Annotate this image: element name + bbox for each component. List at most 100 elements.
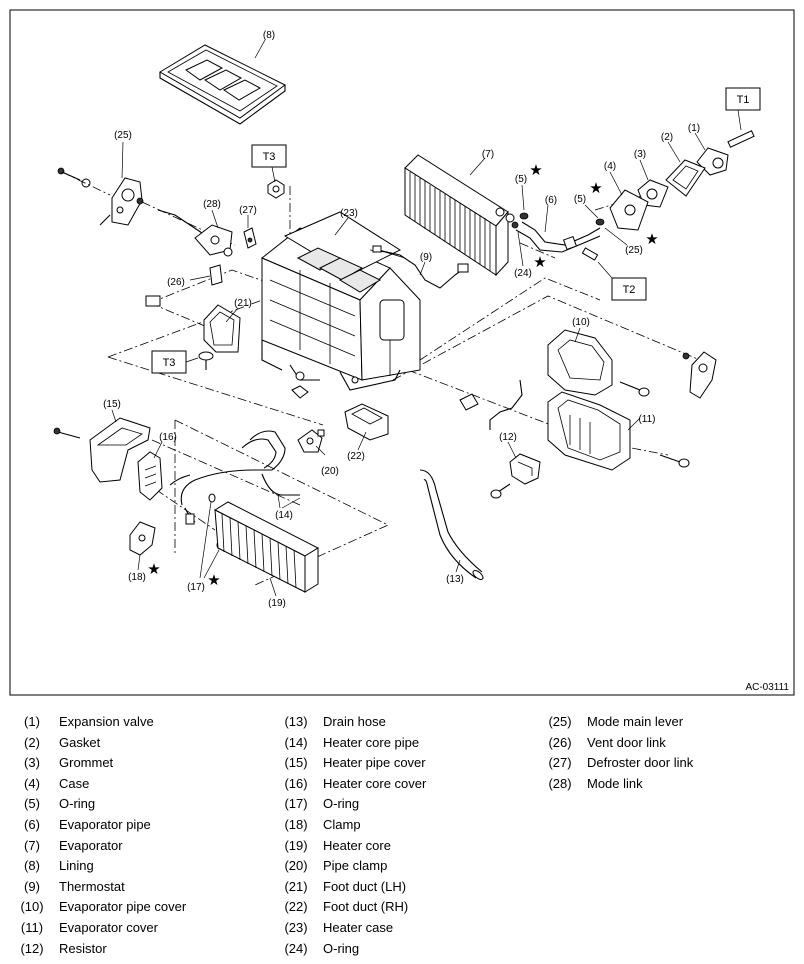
callout-8: (8): [263, 30, 275, 41]
torque-label-t3-left: T3: [163, 357, 176, 369]
legend-item: (3) Grommet: [12, 753, 186, 774]
figure-code: AC-03111: [745, 682, 789, 693]
legend-item-number: (19): [284, 837, 308, 853]
star-icon: ★: [589, 179, 602, 197]
legend-item-number: (2): [24, 734, 40, 750]
legend-item-name: Heater case: [323, 919, 394, 935]
legend-item-name: Evaporator pipe: [59, 816, 151, 832]
legend-item-number: (16): [284, 775, 308, 791]
torque-box-t1: T1: [725, 87, 761, 111]
legend-item-number: (26): [548, 734, 572, 750]
legend-item-name: Resistor: [59, 940, 107, 956]
legend-item-number: (7): [24, 837, 40, 853]
legend-item: (17) O-ring: [276, 794, 426, 815]
legend-item-number: (3): [24, 755, 40, 771]
legend-item-name: Vent door link: [587, 734, 666, 750]
legend-item-number: (13): [284, 714, 308, 729]
evaporator-cover-part: [547, 391, 690, 471]
legend-item-name: Grommet: [59, 755, 114, 771]
callout-20: (20): [321, 466, 339, 477]
legend-item-name: Thermostat: [59, 878, 125, 894]
torque-box-t3-left: T3: [151, 350, 199, 374]
callout-4: (4): [604, 161, 616, 172]
legend-item-number: (21): [284, 878, 308, 894]
torque-label-t1: T1: [737, 94, 750, 106]
clamp-part: [129, 521, 156, 571]
heater-case-part: [261, 211, 421, 391]
callout-26: (26): [167, 277, 185, 288]
legend-item: (1)Expansion valve: [12, 712, 186, 733]
resistor-part: [490, 441, 541, 499]
legend-item: (6) Evaporator pipe: [12, 815, 186, 836]
legend-item-name: Heater pipe cover: [323, 755, 426, 771]
legend-item: (18)Clamp: [276, 815, 426, 836]
callout-1: (1): [688, 123, 700, 134]
legend-item-name: Defroster door link: [587, 755, 694, 771]
legend-item-name: Evaporator pipe cover: [59, 899, 187, 915]
callout-2: (2): [661, 132, 673, 143]
legend-item-number: (28): [548, 775, 572, 791]
exploded-view-diagram: T1 T2 T3 T3 (1) (2) (3) (4) (5) (5) (6) …: [9, 9, 795, 696]
legend-item-name: Pipe clamp: [323, 858, 388, 874]
legend-item-number: (22): [284, 899, 308, 915]
legend-item: (8)Lining: [12, 856, 186, 877]
legend-item: (5) O-ring: [12, 794, 186, 815]
legend-item: (25) Mode main lever: [540, 712, 693, 733]
star-icon: ★: [645, 230, 658, 248]
legend-item: (2)Gasket: [12, 733, 186, 754]
legend-column-1: (1)Expansion valve(2)Gasket(3) Grommet (4)…: [12, 712, 186, 959]
legend-item-number: (12): [20, 940, 44, 956]
heater-core-part: [213, 501, 320, 597]
callout-12: (12): [499, 432, 517, 443]
legend-item-number: (17): [284, 796, 308, 812]
legend-item-number: (6): [24, 816, 40, 832]
legend-item-name: Heater core pipe: [323, 734, 420, 750]
legend-item-number: (25): [548, 714, 572, 729]
legend-item-name: Mode link: [587, 775, 643, 791]
callout-23: (23): [340, 208, 358, 219]
thermostat-part: [372, 245, 469, 289]
legend-item: (7) Evaporator: [12, 836, 186, 857]
legend-item: (23)Heater case: [276, 918, 426, 939]
expansion-valve-group: [511, 109, 755, 279]
pipe-clamp-part: [297, 429, 326, 456]
legend-item-number: (4): [24, 775, 40, 791]
legend-item: (20)Pipe clamp: [276, 856, 426, 877]
legend-item-number: (27): [548, 755, 572, 771]
callout-15: (15): [103, 399, 121, 410]
legend-item: (24)O-ring: [276, 939, 426, 960]
legend-item-name: O-ring: [323, 796, 360, 812]
legend-item: (4)Case: [12, 774, 186, 795]
star-icon: ★: [207, 571, 220, 589]
legend-item: (28) Mode link: [540, 774, 693, 795]
legend-item: (15)Heater pipe cover: [276, 753, 426, 774]
callout-10: (10): [572, 317, 590, 328]
torque-box-t3-top: T3: [251, 144, 287, 183]
star-markers: ★ ★ ★ ★ ★ ★: [147, 161, 658, 589]
legend-item-name: Lining: [59, 858, 94, 874]
legend-item-number: (5): [24, 796, 40, 812]
star-icon: ★: [529, 161, 542, 179]
star-icon: ★: [147, 560, 160, 578]
callout-16: (16): [159, 432, 177, 443]
callout-5-left: (5): [515, 174, 527, 185]
callout-11: (11): [638, 414, 655, 425]
mode-main-lever-part: [57, 141, 236, 246]
legend-item-name: Clamp: [323, 816, 361, 832]
parts-legend: (1)Expansion valve(2)Gasket(3) Grommet (4)…: [0, 712, 804, 964]
legend-item-name: Mode main lever: [587, 714, 684, 729]
legend-item-number: (11): [20, 919, 44, 935]
legend-item-name: O-ring: [323, 940, 360, 956]
legend-item: (19)Heater core: [276, 836, 426, 857]
callout-22: (22): [347, 451, 365, 462]
legend-item: (11)Evaporator cover: [12, 918, 186, 939]
legend-item-name: O-ring: [59, 796, 96, 812]
evaporator-pipe-cover-part: [547, 327, 650, 397]
legend-item-name: Evaporator: [59, 837, 123, 853]
legend-column-3: (25) Mode main lever (26) Vent door link (27…: [540, 712, 693, 794]
legend-item: (21)Foot duct (LH): [276, 877, 426, 898]
callout-25-left: (25): [114, 130, 132, 141]
foot-duct-lh-part: [198, 304, 241, 370]
legend-item-name: Foot duct (RH): [323, 899, 409, 915]
callout-28: (28): [203, 199, 221, 210]
